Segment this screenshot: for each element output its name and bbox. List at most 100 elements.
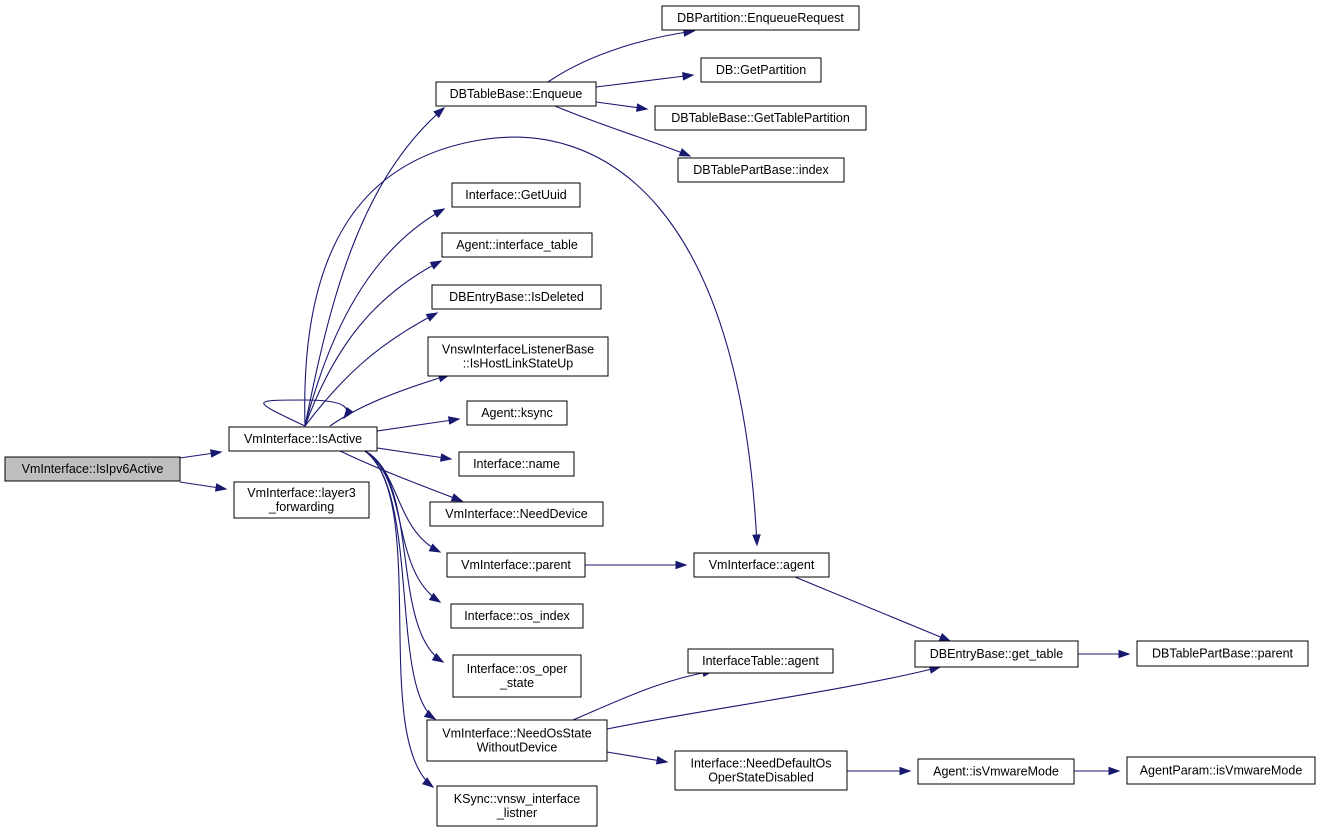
node-paramvmware[interactable]: AgentParam::isVmwareMode — [1126, 756, 1316, 785]
node-name[interactable]: Interface::name — [458, 451, 575, 477]
node-ksync[interactable]: Agent::ksync — [466, 400, 568, 426]
node-gettablepartition[interactable]: DBTableBase::GetTablePartition — [654, 105, 867, 131]
node-enqueuereq[interactable]: DBPartition::EnqueueRequest — [661, 5, 860, 31]
node-isactive[interactable]: VmInterface::IsActive — [228, 426, 378, 452]
node-index[interactable]: DBTablePartBase::index — [677, 157, 845, 183]
edge-line — [304, 107, 445, 427]
node-label: InterfaceTable::agent — [702, 654, 819, 668]
node-label: WithoutDevice — [477, 741, 558, 755]
edge-agent-to-gettable — [794, 576, 952, 642]
node-box — [233, 481, 370, 519]
node-isdeleted[interactable]: DBEntryBase::IsDeleted — [431, 284, 602, 310]
node-label: DBTableBase::GetTablePartition — [671, 111, 850, 125]
node-box — [458, 451, 575, 477]
node-enqueue[interactable]: DBTableBase::Enqueue — [435, 81, 597, 107]
edge-line — [554, 105, 691, 157]
edge-arrowhead — [423, 709, 437, 720]
node-box — [687, 648, 834, 674]
edge-isactive-to-ksync — [376, 416, 461, 432]
edge-isactive-to-isdeleted — [304, 312, 439, 427]
edge-line — [376, 418, 460, 432]
edge-line — [304, 312, 438, 427]
node-getuuid[interactable]: Interface::GetUuid — [451, 182, 581, 208]
node-interfacetable[interactable]: Agent::interface_table — [441, 232, 593, 258]
edge-arrowhead — [214, 483, 228, 492]
edge-isactive-to-agent — [304, 136, 761, 547]
node-label: _forwarding — [268, 500, 334, 514]
node-layer3[interactable]: VmInterface::layer3_forwarding — [233, 481, 370, 519]
node-label: VnswInterfaceListenerBase — [442, 343, 594, 357]
node-dbparent[interactable]: DBTablePartBase::parent — [1136, 640, 1309, 667]
node-box — [431, 284, 602, 310]
node-box — [451, 182, 581, 208]
edge-arrowhead — [428, 592, 442, 603]
node-box — [452, 654, 582, 698]
node-getpartition[interactable]: DB::GetPartition — [700, 57, 822, 83]
edge-arrowhead — [429, 260, 443, 270]
node-box — [700, 57, 822, 83]
edge-arrowhead — [678, 148, 692, 157]
node-label: DBEntryBase::IsDeleted — [449, 290, 584, 304]
edge-isactive-to-needdevice — [339, 450, 464, 502]
node-isipv6active[interactable]: VmInterface::IsIpv6Active — [4, 456, 181, 482]
node-itagent[interactable]: InterfaceTable::agent — [687, 648, 834, 674]
node-box — [677, 157, 845, 183]
node-box — [1136, 640, 1309, 667]
edge-line — [339, 450, 463, 502]
edge-needosstate-to-gettable — [606, 665, 942, 730]
node-label: VmInterface::layer3 — [247, 486, 355, 500]
node-box — [228, 426, 378, 452]
node-needdevice[interactable]: VmInterface::NeedDevice — [429, 501, 604, 527]
node-label: DBTablePartBase::parent — [1152, 647, 1294, 661]
node-label: VmInterface::IsActive — [244, 432, 362, 446]
edge-arrowhead — [1108, 766, 1121, 776]
node-label: VmInterface::NeedDevice — [445, 507, 587, 521]
node-label: DBPartition::EnqueueRequest — [677, 11, 844, 25]
edge-isactive-to-enqueue — [304, 107, 446, 427]
edge-gettable-to-dbparent — [1078, 649, 1131, 659]
edge-isipv6active-to-isactive — [179, 449, 223, 459]
edge-arrowhead — [432, 208, 446, 218]
edge-arrowhead — [209, 449, 223, 458]
edge-line — [572, 670, 714, 721]
node-label: VmInterface::agent — [709, 558, 815, 572]
node-box — [446, 552, 586, 578]
edge-line — [364, 450, 436, 720]
node-label: OperStateDisabled — [708, 771, 814, 785]
node-isvmware[interactable]: Agent::isVmwareMode — [917, 758, 1075, 785]
node-label: Agent::isVmwareMode — [933, 765, 1059, 779]
node-label: DBTableBase::Enqueue — [450, 87, 583, 101]
edge-line — [595, 74, 694, 88]
edge-enqueue-to-gettablepartition — [595, 101, 649, 112]
edge-isactive-to-needosstate — [364, 450, 437, 720]
node-label: Interface::NeedDefaultOs — [690, 757, 831, 771]
node-ksyncvnsw[interactable]: KSync::vnsw_interface_listner — [436, 785, 598, 827]
node-gettable[interactable]: DBEntryBase::get_table — [914, 640, 1079, 668]
edge-line — [364, 450, 434, 788]
edge-line — [304, 260, 442, 427]
edge-arrowhead — [675, 560, 688, 570]
edge-line — [376, 447, 452, 460]
node-osoper[interactable]: Interface::os_oper_state — [452, 654, 582, 698]
node-osindex[interactable]: Interface::os_index — [450, 603, 584, 629]
node-label: _listner — [496, 806, 537, 820]
node-label: DB::GetPartition — [716, 63, 806, 77]
node-ishostlink[interactable]: VnswInterfaceListenerBase::IsHostLinkSta… — [427, 336, 609, 377]
edge-enqueue-to-getpartition — [595, 72, 695, 88]
node-needdefaultos[interactable]: Interface::NeedDefaultOsOperStateDisable… — [674, 750, 848, 791]
node-box — [693, 552, 830, 578]
edge-arrowhead — [899, 766, 912, 776]
node-agent[interactable]: VmInterface::agent — [693, 552, 830, 578]
edge-arrowhead — [655, 756, 669, 765]
node-label: KSync::vnsw_interface — [454, 792, 580, 806]
edge-parent-to-agent — [585, 560, 688, 570]
node-label: VmInterface::parent — [461, 558, 571, 572]
edge-arrowhead — [752, 534, 761, 547]
node-box — [429, 501, 604, 527]
node-box — [436, 785, 598, 827]
node-box — [654, 105, 867, 131]
edge-isactive-to-ishostlink — [329, 373, 451, 427]
node-box — [426, 719, 608, 762]
node-parent[interactable]: VmInterface::parent — [446, 552, 586, 578]
